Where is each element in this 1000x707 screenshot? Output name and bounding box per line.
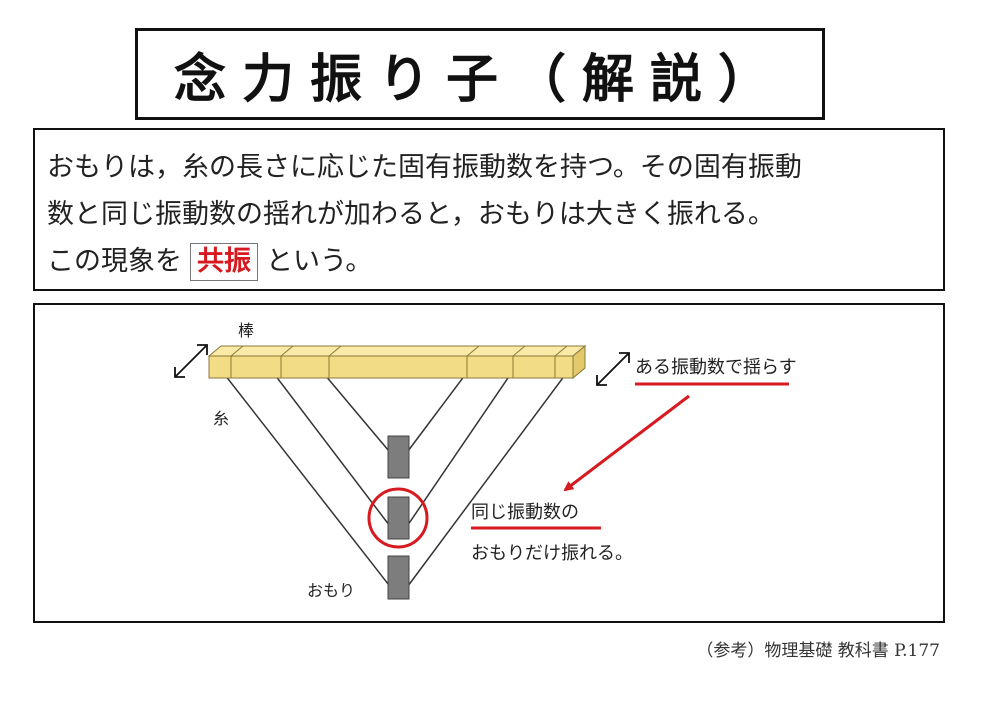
explanation-box: おもりは，糸の長さに応じた固有振動数を持つ。その固有振動 数と同じ振動数の揺れが… xyxy=(33,128,945,291)
pendulum-diagram xyxy=(174,344,789,600)
explanation-line-3: この現象を共振という。 xyxy=(47,238,943,285)
string-inner-right xyxy=(398,374,466,464)
string-outer-left xyxy=(224,374,400,599)
string-middle-left xyxy=(274,374,400,539)
explanation-line-2: 数と同じ振動数の揺れが加わると，おもりは大きく振れる。 xyxy=(47,199,775,230)
stick-segments xyxy=(230,345,568,378)
reference-note: （参考）物理基礎 教科書 P.177 xyxy=(696,641,940,661)
shake-arrow-right-icon xyxy=(596,352,630,386)
string-outer-right xyxy=(398,374,566,599)
red-pointer-arrow-icon xyxy=(563,394,690,492)
string-middle-right xyxy=(398,374,511,539)
page-title: 念力振り子（解説） xyxy=(173,49,786,110)
string-inner-left xyxy=(324,374,400,464)
result-label-line-1: 同じ振動数の xyxy=(471,502,579,523)
stick xyxy=(208,355,574,379)
weight-middle xyxy=(387,496,410,540)
stick-top xyxy=(207,345,587,357)
shake-label: ある振動数で揺らす xyxy=(635,357,797,378)
string-label: 糸 xyxy=(213,409,230,428)
shake-arrow-left-icon xyxy=(174,344,208,378)
explanation-line-3-suffix: という。 xyxy=(266,246,373,277)
resonance-keyword: 共振 xyxy=(190,243,258,281)
weight-short xyxy=(387,435,410,479)
explanation-line-3-prefix: この現象を xyxy=(47,246,182,277)
weight-label: おもり xyxy=(307,581,356,600)
diagram-frame: 棒 糸 おもり ある振動数で揺らす 同じ振動数の おもりだけ振れる。 xyxy=(33,303,945,623)
strings xyxy=(224,374,566,599)
result-label-line-2: おもりだけ振れる。 xyxy=(471,543,633,564)
stick-end xyxy=(572,344,586,380)
stick-label: 棒 xyxy=(238,321,255,340)
explanation-line-1: おもりは，糸の長さに応じた固有振動数を持つ。その固有振動 xyxy=(47,152,802,183)
weight-long xyxy=(387,555,410,600)
resonance-highlight-circle xyxy=(367,487,429,549)
title-frame: 念力振り子（解説） xyxy=(135,28,825,120)
